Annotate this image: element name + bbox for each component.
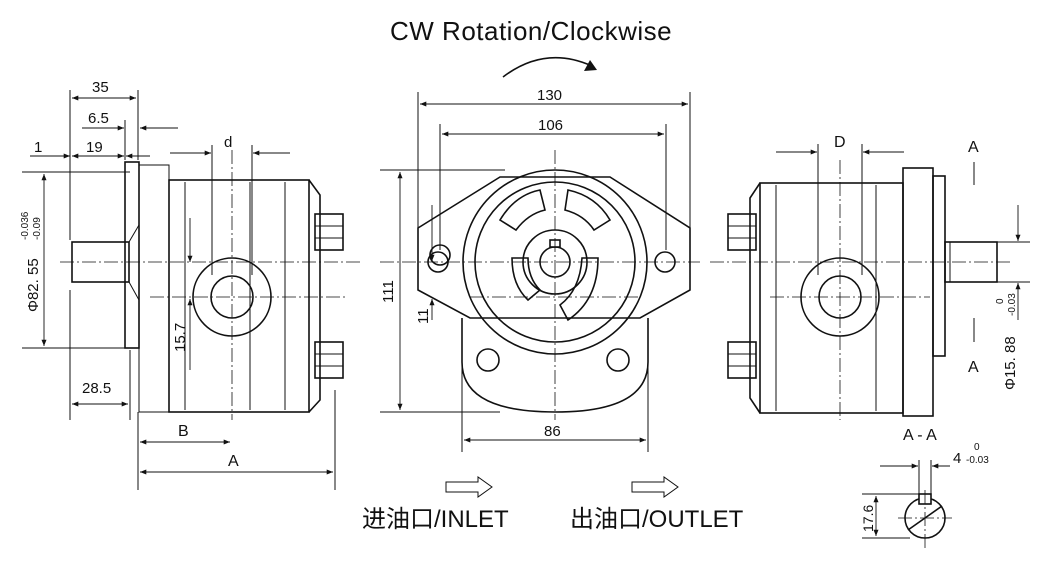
dim-d-upper: D [834, 134, 846, 151]
dim-19: 19 [86, 139, 103, 156]
dim-key-4: 4 [953, 450, 961, 467]
left-flange [124, 161, 140, 349]
dim-17-6: 17.6 [860, 505, 876, 532]
section-a-a: A - A 4 0 -0.03 17.6 [860, 427, 989, 548]
dim-1: 1 [34, 139, 42, 156]
dim-key-4-upper: 0 [974, 442, 980, 453]
dim-11: 11 [415, 308, 432, 324]
section-title: A - A [903, 427, 937, 444]
outlet-label: 出油口/OUTLET [570, 506, 744, 533]
rotation-arrow-icon [502, 56, 593, 78]
dim-phi-82-55: Φ82. 55 [25, 258, 42, 312]
dim-28-5: 28.5 [82, 380, 111, 397]
front-flange [417, 176, 691, 319]
section-mark-bottom: A [968, 359, 979, 376]
dim-a: A [228, 453, 239, 470]
dim-phi-15-88-upper: 0 [995, 298, 1006, 304]
dim-106: 106 [538, 117, 563, 134]
dim-35: 35 [92, 79, 109, 96]
dim-d: d [224, 134, 232, 151]
section-mark-top: A [968, 139, 979, 156]
dim-b: B [178, 423, 189, 440]
dim-6-5: 6.5 [88, 110, 109, 127]
dim-phi-15-88-lower: -0.03 [1007, 293, 1018, 316]
dim-86: 86 [544, 423, 561, 440]
dim-15-7: 15.7 [172, 323, 189, 352]
dim-111: 111 [380, 280, 397, 303]
left-side-view: 35 6.5 1 19 d Φ82. 55 -0.036 -0.09 15.7 [20, 79, 360, 490]
left-body [168, 179, 310, 413]
inlet-arrow-icon [445, 476, 493, 498]
right-body [759, 182, 904, 414]
dim-phi-15-88: Φ15. 88 [1002, 336, 1019, 390]
inlet-label: 进油口/INLET [362, 506, 509, 533]
front-view: 130 106 111 11 86 [380, 87, 700, 452]
dim-130: 130 [537, 87, 562, 104]
right-side-view: D Φ15. 88 0 -0.03 A A [710, 134, 1030, 420]
rotation-arrowhead [584, 60, 597, 71]
dim-phi-82-55-lower: -0.09 [32, 217, 43, 240]
dim-phi-82-55-upper: -0.036 [20, 211, 31, 240]
title: CW Rotation/Clockwise [390, 16, 672, 46]
dim-key-4-lower: -0.03 [966, 455, 989, 466]
outlet-arrow-icon [631, 476, 679, 498]
